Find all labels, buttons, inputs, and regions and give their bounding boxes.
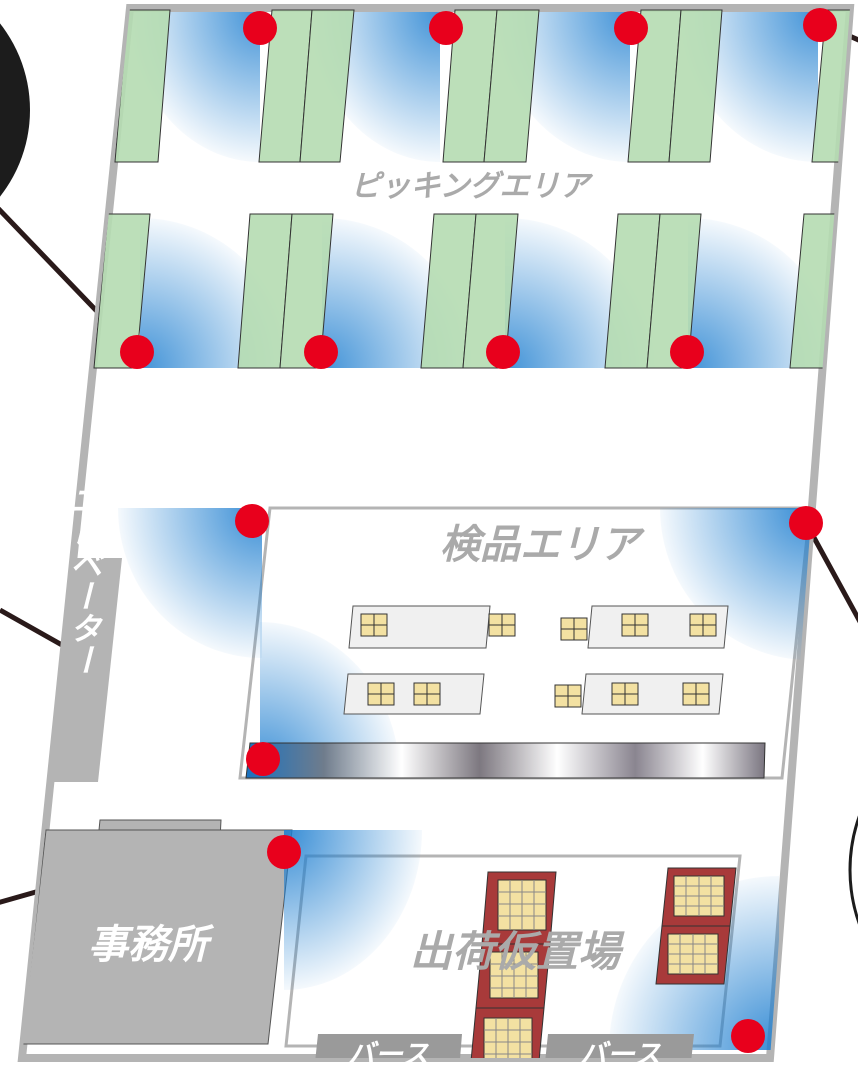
inspection-area-label: 検品エリア (440, 522, 645, 568)
camera-dot (486, 335, 520, 369)
picking-area-label: ピッキングエリア (350, 169, 593, 204)
camera-photo-top-left (0, 23, 30, 197)
camera-dot (789, 506, 823, 540)
office (22, 819, 293, 1045)
camera-dot (304, 335, 338, 369)
picking-bottom-row (93, 213, 847, 369)
shipping-area-label: 出荷仮置場 (410, 927, 625, 976)
berth-left-label: バース (347, 1038, 430, 1071)
shipping-area (284, 830, 779, 1058)
conveyor (245, 742, 766, 779)
camera-dot (429, 11, 463, 45)
shelf (668, 9, 723, 163)
camera-dot (614, 11, 648, 45)
berth-right (544, 1034, 694, 1058)
berth-left (314, 1034, 462, 1058)
cameras (120, 8, 837, 1053)
camera-dot (731, 1019, 765, 1053)
shelf (299, 9, 355, 163)
camera-dot (120, 335, 154, 369)
camera-dot (670, 335, 704, 369)
camera-dot (246, 742, 280, 776)
pallets (469, 867, 737, 1058)
elevator-label: エレベーター (65, 484, 103, 676)
camera-photo-right (848, 815, 858, 925)
camera-dot (803, 8, 837, 42)
picking-top-row (114, 9, 850, 163)
berth-right-label: バース (579, 1038, 662, 1071)
shelf (811, 9, 850, 163)
camera-dot (243, 11, 277, 45)
inspection-area (118, 506, 812, 780)
camera-dot (267, 835, 301, 869)
shelf (483, 9, 540, 163)
office-label: 事務所 (88, 922, 215, 968)
camera-dot (235, 504, 269, 538)
elevator (50, 558, 122, 782)
boxes (360, 613, 717, 708)
